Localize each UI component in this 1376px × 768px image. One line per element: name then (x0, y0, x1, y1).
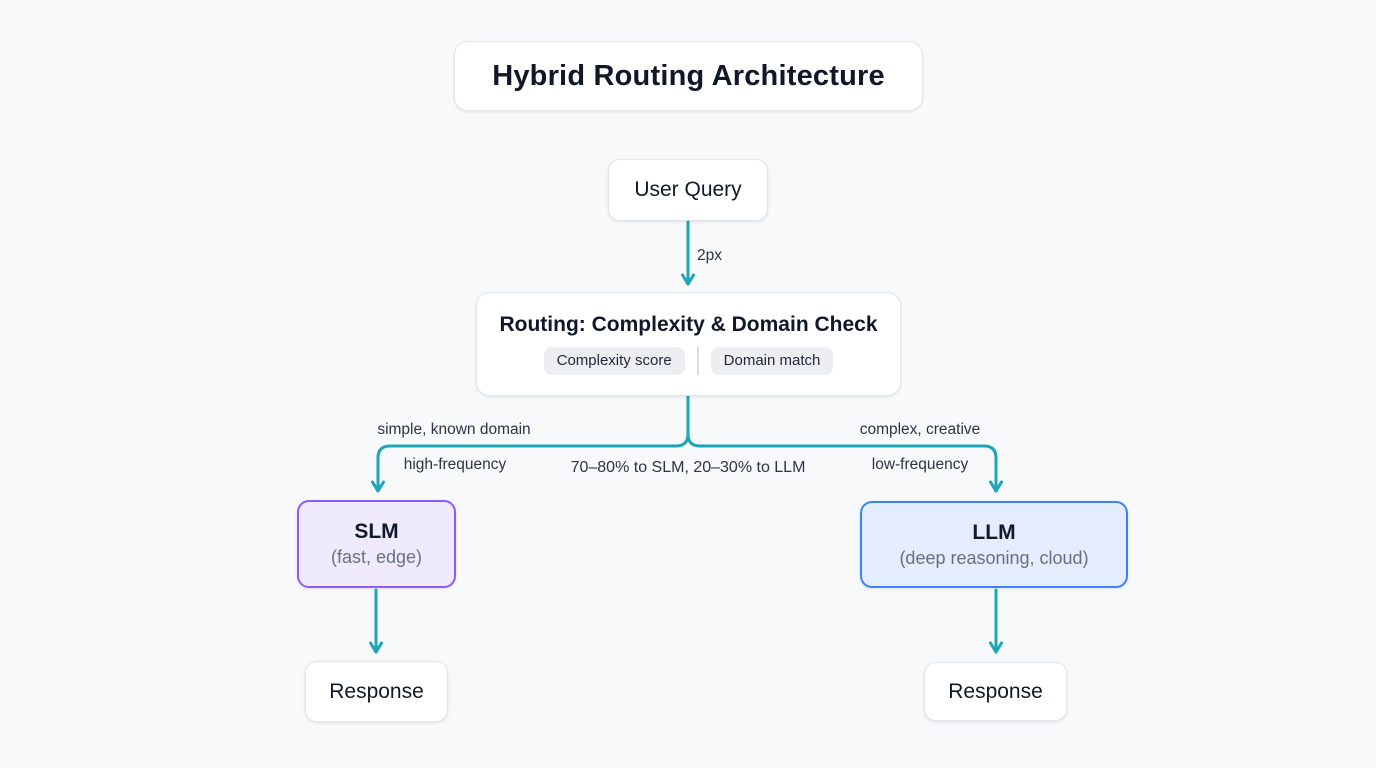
routing-check-label: Routing: Complexity & Domain Check (499, 312, 878, 336)
slm-sublabel: (fast, edge) (330, 547, 423, 567)
node-routing-check: Routing: Complexity & Domain Check Compl… (476, 292, 901, 396)
slm-label: SLM (354, 520, 399, 543)
edge-routing-to-llm (686, 395, 1003, 493)
llm-label: LLM (972, 520, 1016, 544)
edge-label-low-frequency: low-frequency (871, 456, 969, 473)
edge-routing-to-slm (371, 395, 690, 493)
diagram-title-text: Hybrid Routing Architecture (492, 59, 885, 92)
badge-domain-match: Domain match (710, 346, 834, 376)
response-slm-label: Response (329, 679, 424, 703)
edge-label-complex-creative: complex, creative (859, 421, 981, 438)
llm-sublabel: (deep reasoning, cloud) (899, 547, 1089, 568)
badge-complexity-score: Complexity score (543, 346, 685, 376)
user-query-label: User Query (634, 178, 742, 201)
edge-label-split-ratio: 70–80% to SLM, 20–30% to LLM (570, 459, 806, 476)
diagram-title: Hybrid Routing Architecture (454, 41, 923, 111)
edge-label-simple-known-domain: simple, known domain (377, 421, 531, 438)
node-user-query: User Query (608, 159, 768, 221)
edge-label-high-frequency: high-frequency (403, 456, 507, 473)
node-response-llm: Response (924, 662, 1067, 721)
badge-divider (696, 347, 699, 375)
routing-badges: Complexity score Domain match (543, 346, 834, 376)
edge-label-stroke-width: 2px (697, 247, 722, 264)
node-slm: SLM (fast, edge) (297, 500, 456, 588)
node-response-slm: Response (305, 661, 448, 722)
response-llm-label: Response (948, 679, 1043, 703)
node-llm: LLM (deep reasoning, cloud) (860, 501, 1128, 588)
